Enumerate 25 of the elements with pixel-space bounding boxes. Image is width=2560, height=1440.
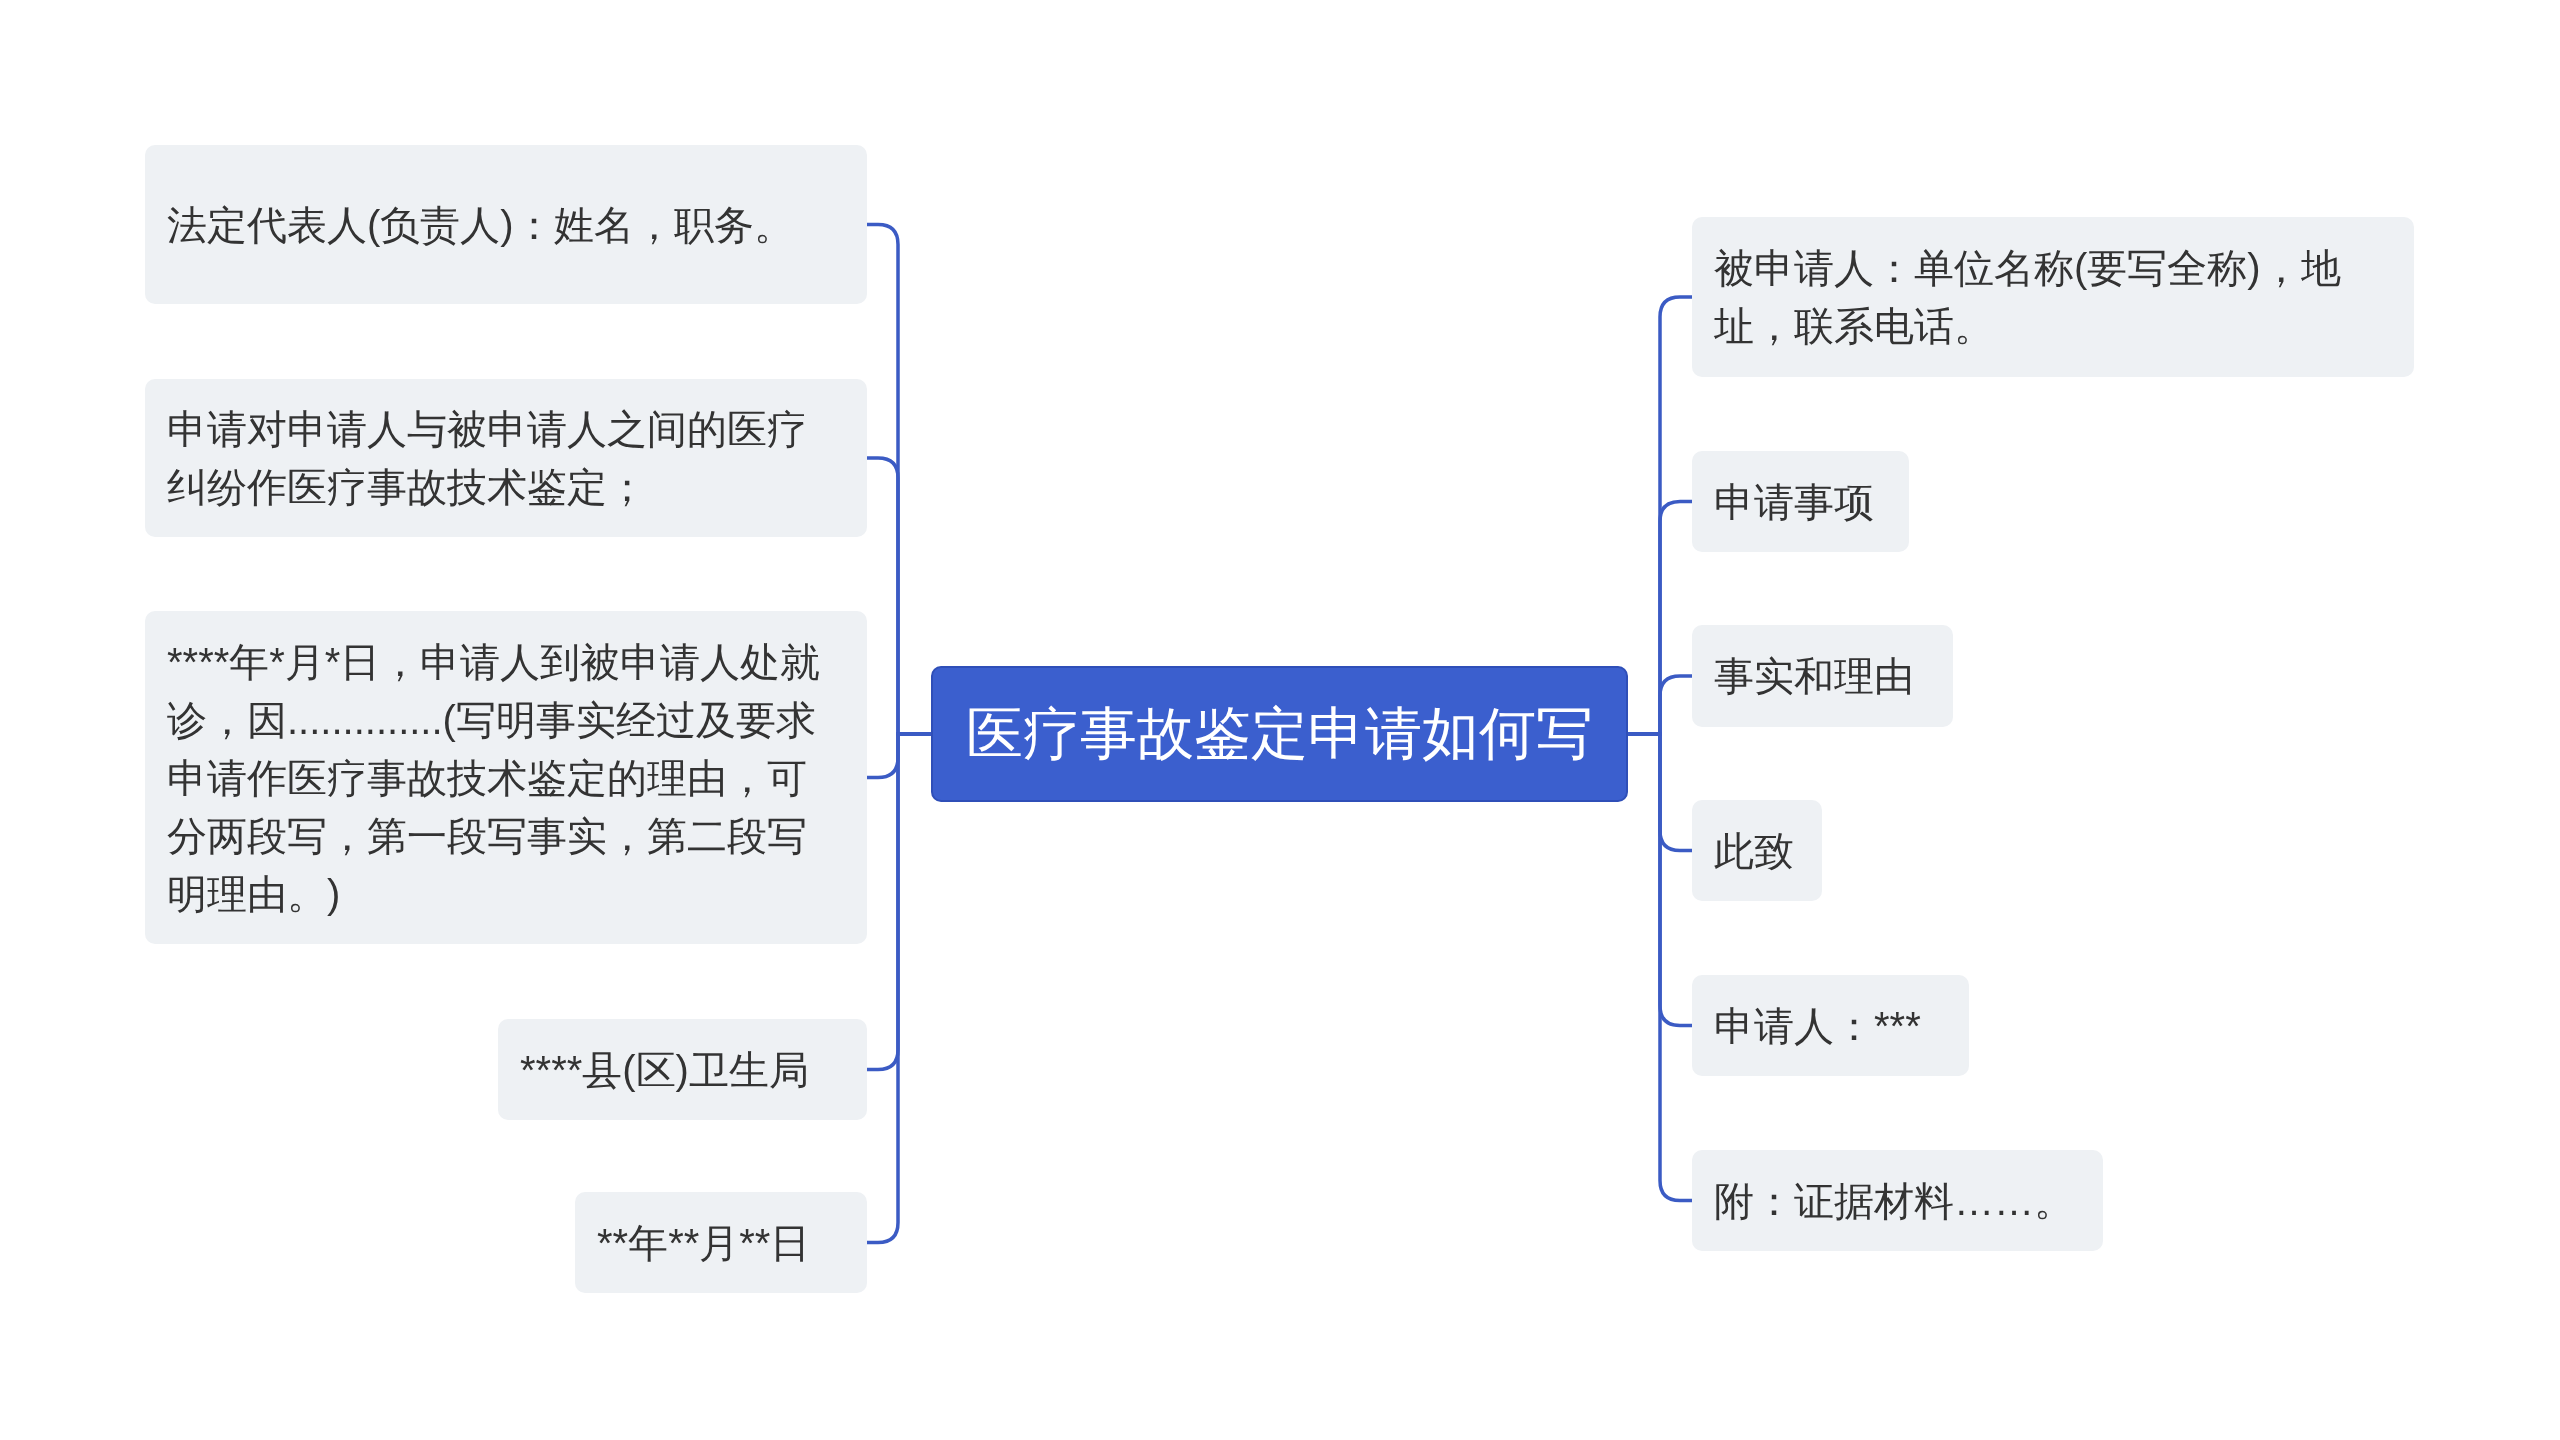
topic-text: **年**月**日 [597, 1219, 812, 1267]
topic-box [1692, 451, 1909, 552]
topic-box [1692, 975, 1969, 1076]
topic-box [145, 611, 867, 944]
topic-text: 事实和理由 [1714, 653, 1915, 700]
central-topic-box [931, 666, 1628, 802]
topic-text: 申请事项 [1714, 478, 1875, 526]
topic-text: 申请对申请人与被申请人之间的医疗纠纷作医疗事故技术鉴定； [167, 406, 808, 511]
topic-box [145, 145, 867, 304]
topic-text: 申请人：*** [1714, 1002, 1922, 1050]
topic-box [575, 1192, 867, 1293]
connector-line [1628, 732, 1692, 1203]
topic-text: 此致 [1714, 827, 1795, 875]
topic-text: ****县(区)卫生局 [520, 1046, 810, 1094]
topic-text: 法定代表人(负责人)：姓名，职务。 [167, 201, 795, 249]
topic-title: 医疗事故鉴定申请如何写 [966, 700, 1593, 768]
topic-box [1692, 625, 1953, 727]
topic-box [1692, 1150, 2103, 1251]
topic-box [1692, 217, 2414, 377]
topic-box [1692, 800, 1822, 901]
topic-text: 被申请人：单位名称(要写全称)，地址，联系电话。 [1714, 245, 2342, 350]
topic-box [145, 379, 867, 537]
topic-text: ****年*月*日，申请人到被申请人处就诊，因..............(写明事实经过及要求申请作医疗事故技术鉴定的理由，可分两段写，第一段写事实，第二段写明理由。) [167, 638, 822, 918]
topic-text: 附：证据材料……。 [1714, 1177, 2075, 1225]
topic-box [498, 1019, 867, 1120]
